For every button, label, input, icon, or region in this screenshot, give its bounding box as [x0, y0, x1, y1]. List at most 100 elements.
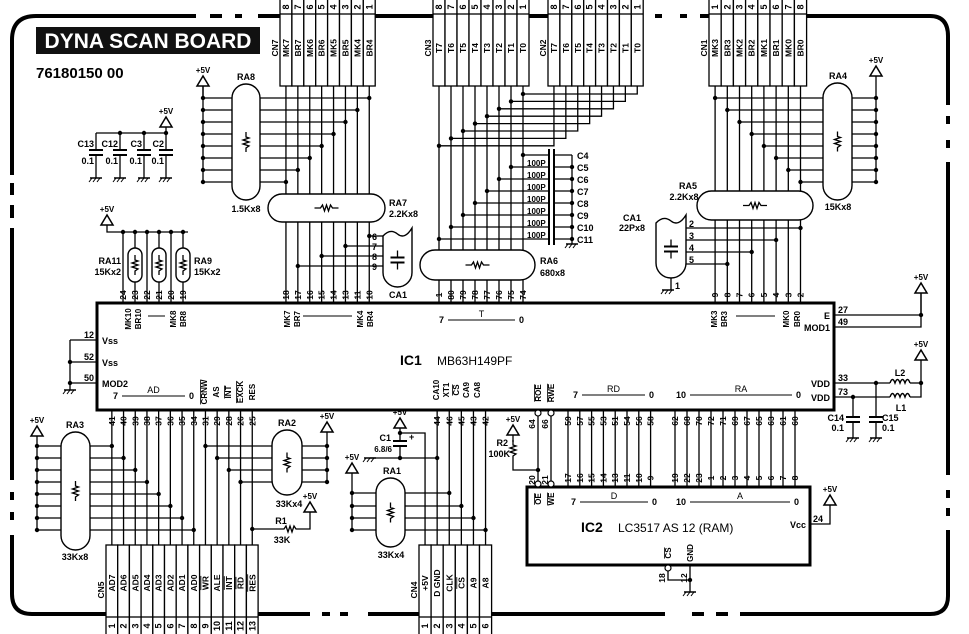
pin-number: 24 — [813, 514, 823, 524]
pin-label: AD1 — [177, 574, 187, 591]
power-triangle-icon — [99, 213, 115, 226]
resistor-array-ra8 — [231, 83, 261, 201]
pin-number: 7 — [177, 623, 187, 628]
connector-pin — [456, 0, 470, 87]
active-low-bubble — [534, 409, 542, 417]
junction-dot — [436, 236, 442, 242]
junction-dot — [496, 106, 502, 112]
ic1-pin-label: XT1 — [442, 382, 451, 397]
resistor-array-small — [127, 247, 143, 283]
pin-number: 76 — [494, 290, 504, 300]
wire — [166, 177, 171, 183]
junction-dot — [250, 526, 255, 532]
capacitor-ref: C13 — [77, 139, 94, 149]
pin-number: 1 — [434, 292, 444, 297]
pin-number: 3 — [783, 292, 793, 297]
ra6-ref: RA6 — [540, 256, 558, 266]
bus-name: T — [479, 309, 485, 319]
power-label: +5V — [506, 415, 521, 424]
junction-dot — [156, 229, 162, 235]
bus-high: 7 — [113, 391, 118, 401]
ra4-value: 15Kx8 — [825, 202, 852, 212]
power-triangle-icon — [505, 423, 521, 436]
pin-number: 5 — [759, 4, 769, 9]
pin-number: 74 — [518, 290, 528, 300]
ic2-pin-label: CS — [664, 547, 673, 559]
pin-number: 7 — [778, 475, 788, 480]
resistor-icon — [314, 202, 339, 214]
pin-number: 6 — [766, 475, 776, 480]
pin-number: 38 — [142, 416, 152, 426]
junction-dot — [132, 229, 138, 235]
active-low-bubble — [534, 480, 542, 488]
power-label: +5V — [914, 340, 929, 349]
ca1-pin-number: 4 — [689, 243, 694, 253]
bus-name: RD — [607, 384, 620, 394]
wire — [120, 177, 125, 183]
ic1-pin-label: MK10 — [124, 308, 133, 330]
pin-number: 68 — [682, 416, 692, 426]
pin-number: 13 — [247, 621, 257, 631]
pin-number: 25 — [247, 416, 257, 426]
wire — [667, 568, 690, 581]
pin-label: T5 — [458, 43, 468, 53]
power-5v: +5V — [158, 107, 174, 128]
pin-label: MK2 — [735, 39, 745, 57]
pin-label: MK1 — [759, 39, 769, 57]
pin-label: T7 — [434, 43, 444, 53]
resistor-array-small — [175, 247, 191, 283]
junction-dot — [121, 455, 126, 461]
capacitor-array-ca1-left — [382, 225, 413, 288]
bus-high: 10 — [676, 497, 686, 507]
pin-number: 1 — [364, 4, 374, 9]
bus-name: RA — [735, 384, 748, 394]
ic1-pin-label: RES — [248, 383, 257, 400]
pin-label: T1 — [620, 43, 630, 53]
power-5v: +5V — [99, 205, 115, 226]
pin-number: 13 — [610, 473, 620, 483]
ca1-value: 22Px8 — [619, 223, 645, 233]
ic1-pin-label: EXCK — [236, 381, 245, 403]
pin-number: 79 — [458, 290, 468, 300]
ic1-pin-label: CRNW — [200, 379, 209, 404]
pin-number: 11 — [352, 290, 362, 299]
pin-number: 65 — [754, 416, 764, 426]
pin-number: 49 — [838, 317, 848, 327]
capacitor-value: 0.1 — [105, 156, 118, 166]
r1-ref: R1 — [275, 516, 287, 526]
pin-number: 2 — [119, 623, 129, 628]
c14-value: 0.1 — [831, 423, 844, 433]
pin-label: T2 — [608, 43, 618, 53]
junction-dot — [168, 503, 173, 509]
connector-pin — [504, 0, 518, 87]
connector-pin — [492, 0, 506, 87]
power-5v: +5V — [319, 412, 335, 433]
pin-number: 3 — [444, 623, 454, 628]
ra6-value: 680x8 — [540, 268, 565, 278]
junction-dot — [761, 143, 767, 149]
ic2-pin-label: OE — [534, 493, 543, 505]
ca1-pin-number: 5 — [689, 255, 694, 265]
pin-number: 21 — [154, 290, 164, 300]
pin-number: 7 — [293, 4, 303, 9]
ra5-value: 2.2Kx8 — [669, 192, 698, 202]
ra8-value: 1.5Kx8 — [231, 204, 260, 214]
junction-dot — [319, 253, 324, 259]
pin-label: BR4 — [364, 39, 374, 56]
junction-dot — [737, 119, 742, 125]
resistor-icon — [278, 523, 302, 535]
power-triangle-icon — [319, 420, 335, 433]
pin-number: 20 — [527, 475, 537, 485]
board-title: DYNA SCAN BOARD — [45, 30, 252, 53]
pin-number: 7 — [783, 4, 793, 9]
pin-number: 19 — [670, 473, 680, 483]
power-5v: +5V — [868, 56, 884, 77]
junction-dot — [448, 224, 454, 230]
junction-dot — [520, 91, 526, 97]
pin-label: INT — [224, 575, 234, 590]
board-edge — [740, 530, 950, 616]
pin-label: RD — [236, 577, 246, 589]
